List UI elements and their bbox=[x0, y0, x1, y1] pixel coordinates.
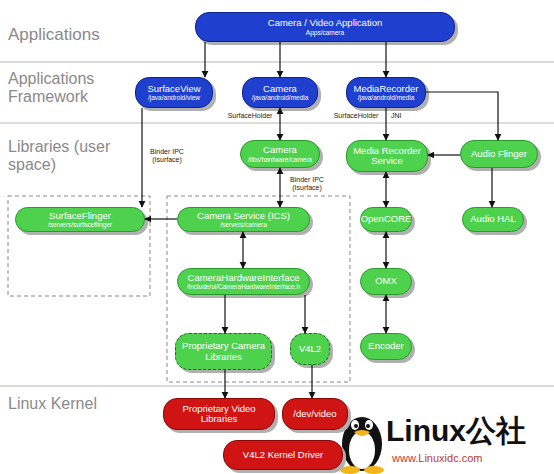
text-label: Applications bbox=[8, 26, 208, 45]
connector-arrow bbox=[279, 168, 280, 207]
box-path: /java/android/view bbox=[148, 94, 200, 101]
component-box: Encoder bbox=[360, 333, 412, 360]
box-path: /include/ui/CameraHardwareInterface.h bbox=[187, 283, 300, 290]
box-title: /dev/video bbox=[293, 409, 336, 419]
component-box: Camera Service (ICS)/servers/camera bbox=[177, 207, 310, 232]
edge-label: SurfaceHolder bbox=[328, 112, 384, 120]
layer-separator bbox=[0, 123, 554, 124]
edge-label: Binder IPC (Isurface) bbox=[144, 148, 190, 164]
component-box: Camera / Video ApplicationApps/camera bbox=[195, 12, 455, 42]
group-bracket bbox=[167, 196, 350, 382]
edge-label: Binder IPC (Isurface) bbox=[284, 176, 330, 192]
connector-arrow bbox=[224, 295, 225, 333]
box-title: V4L2 bbox=[299, 344, 321, 354]
component-box: OMX bbox=[360, 268, 412, 295]
connector-arrow bbox=[385, 108, 386, 140]
component-box: MediaRecorder/java/android/media bbox=[346, 77, 426, 108]
box-title: Proprietary Video Libraries bbox=[168, 404, 270, 425]
component-box: Media Recorder Service bbox=[346, 140, 428, 172]
component-box: CameraHardwareInterface/include/ui/Camer… bbox=[177, 268, 310, 295]
connector-arrow bbox=[279, 42, 280, 77]
connector-arrow bbox=[279, 108, 280, 140]
box-title: Camera / Video Application bbox=[268, 18, 382, 28]
component-box: Audio HAL bbox=[462, 207, 524, 232]
component-box: SurfaceView/java/android/view bbox=[135, 77, 213, 108]
text-label: www.Linuxidc.com bbox=[392, 452, 552, 464]
component-box: Proprietary Camera Libraries bbox=[175, 333, 272, 370]
connector-arrow bbox=[385, 295, 386, 333]
component-box: Audio Flinger bbox=[460, 140, 538, 168]
layer-separator bbox=[0, 62, 554, 63]
connector-arrow bbox=[426, 92, 498, 140]
box-title: Media Recorder Service bbox=[351, 146, 423, 167]
tux-penguin bbox=[340, 417, 384, 474]
box-path: /java/android/media bbox=[358, 94, 415, 101]
box-title: Proprietary Camera Libraries bbox=[180, 341, 267, 362]
box-path: Apps/camera bbox=[306, 29, 344, 36]
connector-arrow bbox=[491, 168, 492, 207]
text-label: Applications Framework bbox=[8, 70, 126, 105]
text-label: Linux公社 bbox=[386, 414, 554, 447]
component-box: V4L2 bbox=[290, 333, 330, 365]
connector-arrow bbox=[428, 154, 460, 155]
box-title: Camera bbox=[263, 84, 297, 94]
text-label: Linux Kernel bbox=[8, 395, 158, 413]
connector-arrow bbox=[385, 42, 386, 77]
connector-arrow bbox=[141, 108, 142, 207]
box-path: /servers/surfaceflinger bbox=[48, 221, 112, 228]
box-path: /java/android/media bbox=[252, 94, 309, 101]
component-box: Proprietary Video Libraries bbox=[163, 398, 275, 430]
box-title: OpenCORE bbox=[361, 214, 412, 224]
connector-arrow bbox=[224, 370, 225, 398]
box-title: Audio Flinger bbox=[471, 149, 527, 159]
box-title: Camera Service (ICS) bbox=[197, 211, 290, 221]
connector-arrow bbox=[304, 295, 305, 333]
component-box: Camera/libs/hardware/camera bbox=[240, 140, 320, 168]
box-title: CameraHardwareInterface bbox=[188, 273, 300, 283]
component-box: Camera/java/android/media bbox=[242, 77, 318, 108]
component-box: OpenCORE bbox=[360, 207, 412, 232]
box-title: Encoder bbox=[368, 341, 403, 351]
component-box: /dev/video bbox=[282, 398, 348, 430]
edge-label: SurfaceHolder bbox=[222, 112, 278, 120]
component-box: SurfaceFlinger/servers/surfaceflinger bbox=[15, 207, 145, 232]
box-title: SurfaceView bbox=[147, 84, 200, 94]
connector-arrow bbox=[242, 232, 243, 268]
group-bracket bbox=[8, 196, 150, 296]
connector-arrow bbox=[385, 232, 386, 268]
box-title: MediaRecorder bbox=[354, 84, 419, 94]
connector-arrow bbox=[145, 218, 177, 219]
box-title: V4L2 Kernel Driver bbox=[243, 450, 323, 460]
box-path: /servers/camera bbox=[220, 221, 267, 228]
box-path: /libs/hardware/camera bbox=[248, 156, 312, 163]
box-title: SurfaceFlinger bbox=[49, 211, 111, 221]
text-label: JNI bbox=[391, 112, 421, 120]
layer-separator bbox=[0, 386, 554, 387]
component-box: V4L2 Kernel Driver bbox=[223, 440, 343, 470]
box-title: OMX bbox=[375, 276, 397, 286]
connector-arrow bbox=[204, 42, 205, 77]
connector-arrow bbox=[385, 172, 386, 207]
connector-arrow bbox=[311, 365, 312, 398]
text-label: Libraries (user space) bbox=[8, 138, 118, 173]
box-title: Camera bbox=[263, 145, 297, 155]
box-title: Audio HAL bbox=[470, 214, 515, 224]
